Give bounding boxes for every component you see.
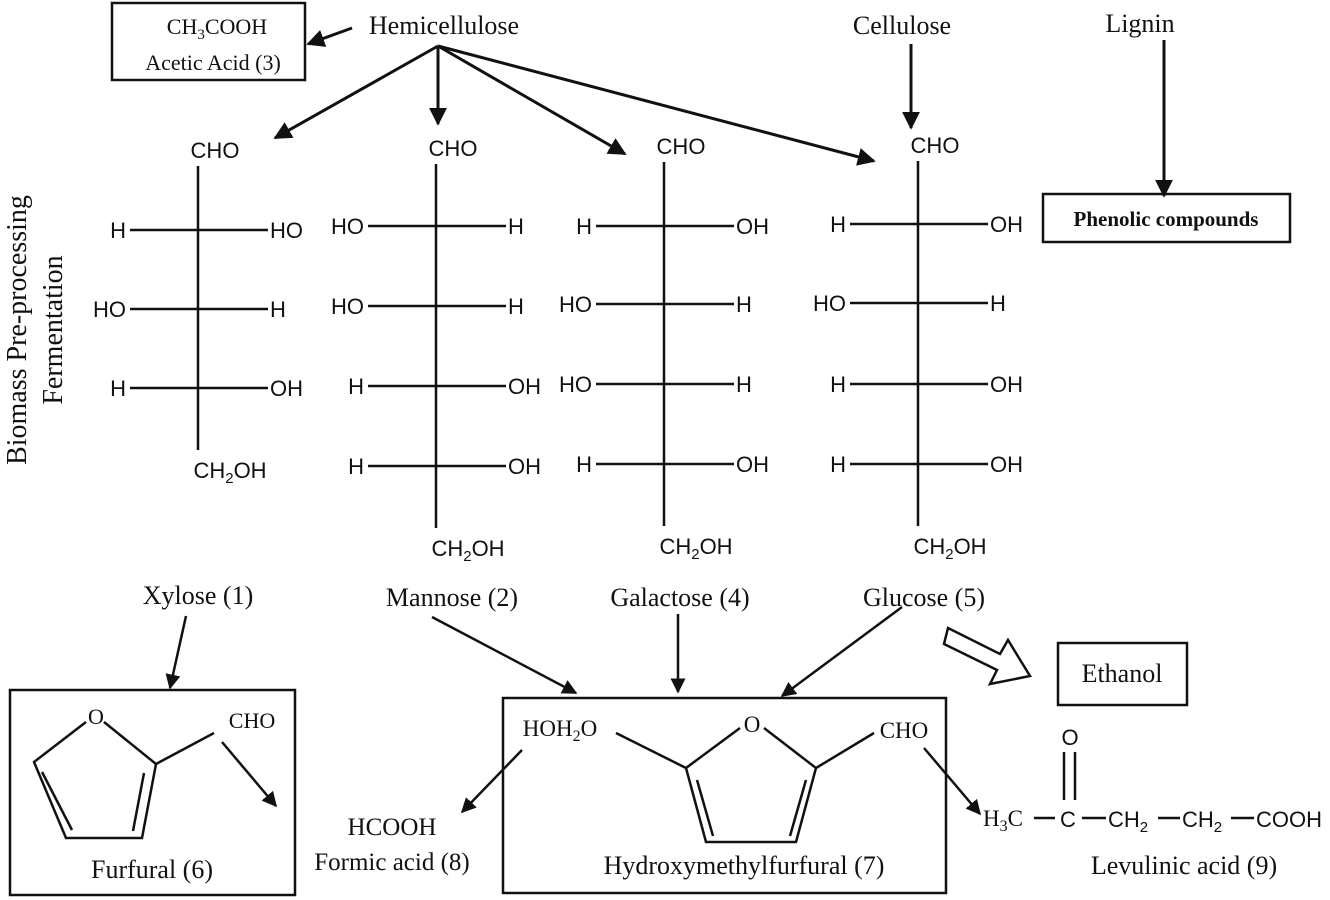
xylose-row-2-right: OH bbox=[270, 376, 303, 401]
mannose-row-1-left: HO bbox=[331, 294, 364, 319]
glucose-row-0-left: H bbox=[830, 212, 846, 237]
galactose-row-2-left: HO bbox=[559, 372, 592, 397]
glucose-row-2-left: H bbox=[830, 372, 846, 397]
hemicellulose-label: Hemicellulose bbox=[369, 11, 519, 40]
ethanol-label: Ethanol bbox=[1082, 659, 1163, 688]
furfural-box bbox=[8, 688, 297, 897]
hmf-oxygen: O bbox=[744, 712, 761, 737]
acetic-acid-formula: CH3COOH bbox=[167, 14, 268, 43]
lignin-label: Lignin bbox=[1105, 9, 1174, 38]
mannose-name: Mannose (2) bbox=[386, 583, 518, 612]
hmf-name: Hydroxymethylfurfural (7) bbox=[604, 851, 885, 880]
hmf-box bbox=[501, 696, 948, 895]
furfural-name: Furfural (6) bbox=[91, 855, 213, 884]
mannose-row-3-right: OH bbox=[508, 454, 541, 479]
side-label-line2: Fermentation bbox=[38, 255, 69, 404]
galactose-row-3-left: H bbox=[576, 452, 592, 477]
mannose-row-0-left: HO bbox=[331, 214, 364, 239]
mannose-cho: CHO bbox=[429, 136, 478, 161]
glucose-row-3-left: H bbox=[830, 452, 846, 477]
mannose-ch2oh: CH2OH bbox=[431, 536, 504, 565]
xylose-row-1-left: HO bbox=[93, 297, 126, 322]
hmf-hoh2o: HOH2O bbox=[523, 716, 597, 745]
arrow-to-galactose bbox=[437, 44, 627, 156]
levulinic-ch2-b: CH2 bbox=[1182, 807, 1222, 836]
xylose-row-0-left: H bbox=[110, 218, 126, 243]
galactose-name: Galactose (4) bbox=[610, 583, 749, 612]
levulinic-ch2-a: CH2 bbox=[1108, 807, 1148, 836]
galactose-row-1-right: H bbox=[736, 292, 752, 317]
phenolic-label: Phenolic compounds bbox=[1074, 207, 1259, 231]
arrow-hmf-to-formic bbox=[460, 749, 523, 814]
galactose-cho: CHO bbox=[657, 134, 706, 159]
xylose-row-0-right: HO bbox=[270, 218, 303, 243]
acetic-acid-name: Acetic Acid (3) bbox=[145, 50, 281, 75]
hmf-cho: CHO bbox=[880, 718, 929, 743]
arrow-to-xylose bbox=[273, 44, 439, 140]
xylose-name: Xylose (1) bbox=[143, 581, 253, 610]
arrow-mannose-to-hmf bbox=[431, 615, 578, 695]
glucose-ch2oh: CH2OH bbox=[913, 534, 986, 563]
levulinic-oxygen: O bbox=[1061, 725, 1078, 750]
fermentation-arrow-icon bbox=[942, 626, 1032, 686]
galactose-row-0-right: OH bbox=[736, 214, 769, 239]
levulinic-cooh: COOH bbox=[1256, 807, 1322, 832]
xylose-cho: CHO bbox=[191, 138, 240, 163]
glucose-row-2-right: OH bbox=[990, 372, 1023, 397]
glucose-cho: CHO bbox=[911, 133, 960, 158]
cellulose-label: Cellulose bbox=[853, 11, 951, 40]
glucose-row-3-right: OH bbox=[990, 452, 1023, 477]
levulinic-name: Levulinic acid (9) bbox=[1091, 851, 1277, 880]
mannose-row-0-right: H bbox=[508, 214, 524, 239]
levulinic-c: C bbox=[1060, 807, 1076, 832]
levulinic-h3c: H3C bbox=[983, 806, 1023, 835]
mannose-row-2-right: OH bbox=[508, 374, 541, 399]
glucose-name: Glucose (5) bbox=[863, 583, 985, 612]
glucose-row-1-right: H bbox=[990, 291, 1006, 316]
side-label-line1: Biomass Pre-processing bbox=[2, 195, 33, 465]
arrow-to-acetic bbox=[306, 26, 353, 47]
mannose-row-2-left: H bbox=[348, 374, 364, 399]
xylose-row-1-right: H bbox=[270, 297, 286, 322]
xylose-row-2-left: H bbox=[110, 376, 126, 401]
furfural-ring bbox=[32, 721, 215, 840]
furfural-cho: CHO bbox=[229, 708, 275, 733]
acetic-acid-box bbox=[110, 1, 307, 82]
arrow-to-glucose-hemi bbox=[437, 44, 876, 166]
hmf-ring bbox=[615, 726, 875, 844]
mannose-row-3-left: H bbox=[348, 454, 364, 479]
ethanol-box bbox=[1056, 641, 1189, 707]
galactose-row-2-right: H bbox=[736, 372, 752, 397]
glucose-row-1-left: HO bbox=[813, 291, 846, 316]
arrow-furfural-out bbox=[221, 741, 277, 808]
formic-acid-name: Formic acid (8) bbox=[314, 849, 470, 876]
xylose-ch2oh: CH2OH bbox=[193, 458, 266, 487]
furfural-oxygen: O bbox=[88, 704, 104, 729]
glucose-row-0-right: OH bbox=[990, 212, 1023, 237]
galactose-row-0-left: H bbox=[576, 214, 592, 239]
galactose-row-1-left: HO bbox=[559, 292, 592, 317]
arrow-xylose-to-furfural bbox=[165, 615, 188, 690]
formic-acid-formula: HCOOH bbox=[348, 814, 437, 841]
arrow-hmf-to-levulinic bbox=[923, 747, 981, 816]
mannose-row-1-right: H bbox=[508, 294, 524, 319]
arrow-glucose-to-hmf bbox=[780, 605, 903, 698]
galactose-ch2oh: CH2OH bbox=[659, 534, 732, 563]
galactose-row-3-right: OH bbox=[736, 452, 769, 477]
